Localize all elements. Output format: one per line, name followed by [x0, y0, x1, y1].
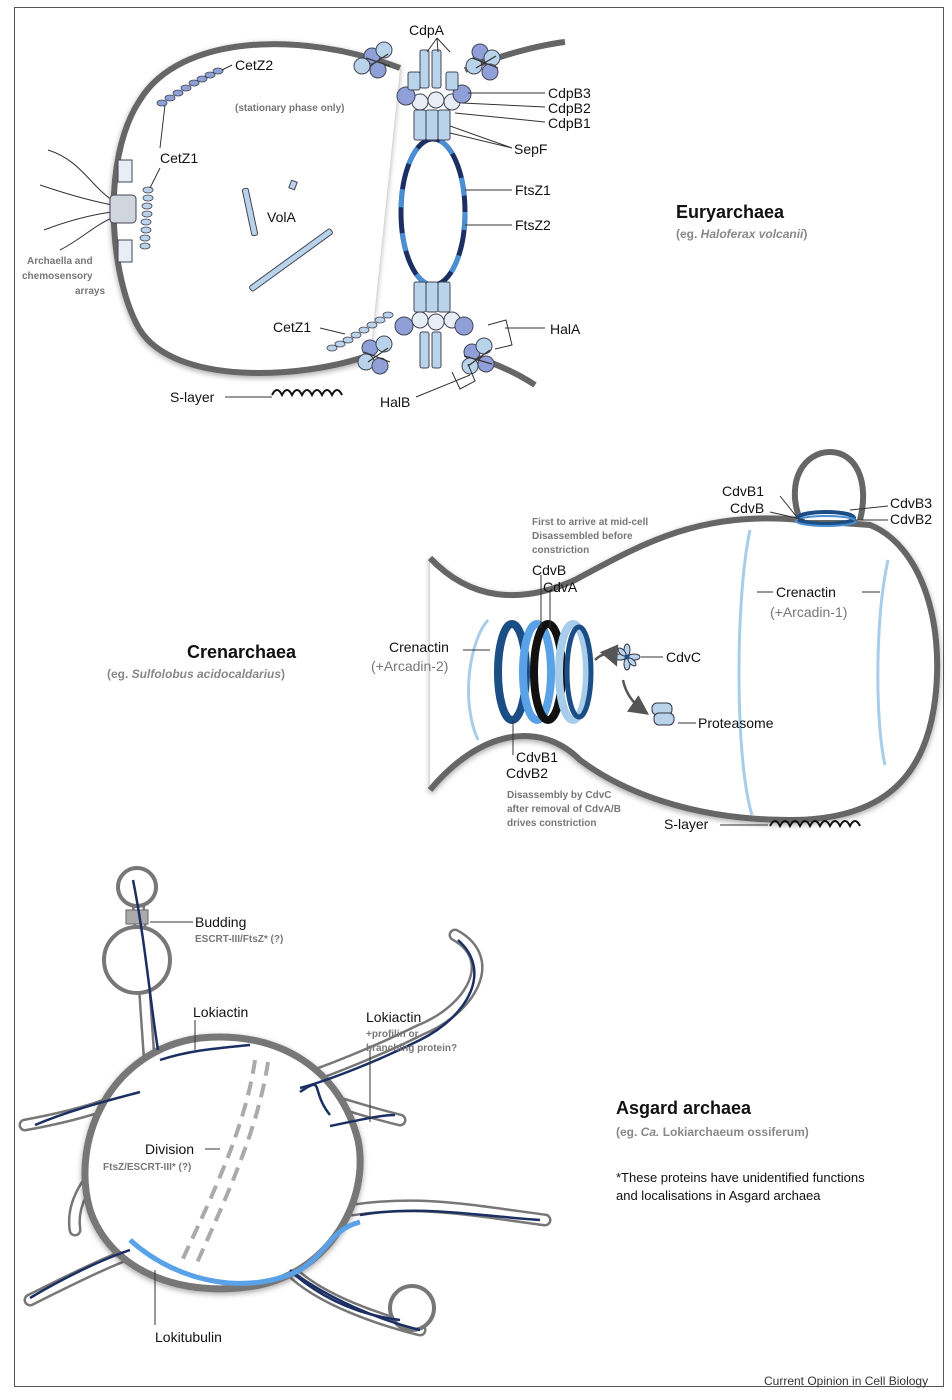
label-disassembly-2: after removal of CdvA/B: [507, 804, 621, 815]
label-cdvc: CdvC: [666, 649, 701, 665]
label-cdvb1-ring: CdvB1: [516, 749, 558, 765]
label-cetz2-note: (stationary phase only): [235, 103, 344, 114]
bud-middle: [104, 927, 170, 993]
label-lokiactin-left: Lokiactin: [193, 1004, 248, 1020]
label-profilin-1: +profilin or: [366, 1029, 419, 1040]
euryarchaea-subtitle: (eg. Haloferax volcanii): [676, 227, 807, 241]
label-cetz2: CetZ2: [235, 57, 273, 73]
label-disassembly-3: drives constriction: [507, 818, 596, 829]
label-first-3: constriction: [532, 545, 589, 556]
label-cetz1-top: CetZ1: [160, 150, 198, 166]
hal-cluster-top-right: [466, 44, 500, 80]
eury-cell-membrane: [114, 44, 400, 373]
label-archaella-2: chemosensory: [22, 271, 93, 282]
label-lokiactin-right: Lokiactin: [366, 1009, 421, 1025]
label-budding-sub: ESCRT-III/FtsZ* (?): [195, 934, 283, 945]
label-halb: HalB: [380, 394, 410, 410]
label-cdvb-top: CdvB: [730, 500, 764, 516]
label-cdvb2-top: CdvB2: [890, 511, 932, 527]
label-cdvb-ring: CdvB: [532, 562, 566, 578]
label-crenactin-right: Crenactin: [776, 584, 836, 600]
label-first-1: First to arrive at mid-cell: [532, 517, 648, 528]
label-division: Division: [145, 1141, 194, 1157]
label-cdvb3: CdvB3: [890, 495, 932, 511]
asgard-note-1: *These proteins have unidentified functi…: [616, 1170, 865, 1185]
label-vola: VolA: [267, 209, 296, 225]
label-archaella-3: arrays: [75, 286, 105, 297]
eury-s-layer: [272, 390, 342, 395]
crenarchaea-title: Crenarchaea: [187, 642, 297, 662]
label-cdpb1: CdpB1: [548, 115, 591, 131]
cren-s-layer: [770, 821, 860, 826]
label-cetz1-bottom: CetZ1: [273, 319, 311, 335]
asgard-note-2: and localisations in Asgard archaea: [616, 1188, 821, 1203]
label-cdvb1-top: CdvB1: [722, 483, 764, 499]
archaella-complex: [40, 150, 136, 262]
proteasome-icon: [652, 703, 674, 725]
label-sepf: SepF: [514, 141, 547, 157]
label-first-2: Disassembled before: [532, 531, 633, 542]
cdp-complex-bottom: [395, 282, 473, 368]
euryarchaea-title: Euryarchaea: [676, 202, 785, 222]
label-cdpa: CdpA: [409, 22, 445, 38]
label-profilin-2: branching protein?: [366, 1043, 457, 1054]
label-crenactin-left: Crenactin: [389, 639, 449, 655]
cdp-complex-top: [397, 50, 471, 140]
label-disassembly-1: Disassembly by CdvC: [507, 790, 612, 801]
crenarchaea-subtitle: (eg. Sulfolobus acidocaldarius): [107, 667, 285, 681]
asgard-subtitle: (eg. Ca. Lokiarchaeum ossiferum): [616, 1125, 809, 1139]
crenarchaea-panel: CdvB1 CdvB CdvB3 CdvB2 First to arrive a…: [107, 452, 937, 832]
label-ftsz2: FtsZ2: [515, 217, 551, 233]
label-arcadin2: (+Arcadin-2): [371, 658, 448, 674]
label-s-layer-eury: S-layer: [170, 389, 215, 405]
label-hala: HalA: [550, 321, 581, 337]
budding-neck: [126, 910, 148, 924]
label-cdva-ring: CdvA: [543, 579, 578, 595]
label-archaella-1: Archaella and: [27, 256, 93, 267]
euryarchaea-panel: CdpA CdpB3 CdpB2 CdpB1 SepF FtsZ1 FtsZ2 …: [22, 22, 807, 410]
figure-credit: Current Opinion in Cell Biology: [764, 1374, 928, 1388]
label-budding: Budding: [195, 914, 246, 930]
asgard-title: Asgard archaea: [616, 1098, 752, 1118]
label-cdpb2: CdpB2: [548, 100, 591, 116]
asgard-panel: Budding ESCRT-III/FtsZ* (?) Lokiactin Lo…: [25, 868, 865, 1345]
label-arcadin1: (+Arcadin-1): [770, 604, 847, 620]
label-proteasome: Proteasome: [698, 715, 774, 731]
label-cdpb3: CdpB3: [548, 85, 591, 101]
label-cdvb2-ring: CdvB2: [506, 765, 548, 781]
label-ftsz1: FtsZ1: [515, 182, 551, 198]
label-s-layer-cren: S-layer: [664, 816, 709, 832]
label-division-sub: FtsZ/ESCRT-III* (?): [103, 1162, 191, 1173]
label-lokitubulin: Lokitubulin: [155, 1329, 222, 1345]
hal-cluster-bottom-right: [462, 338, 494, 374]
